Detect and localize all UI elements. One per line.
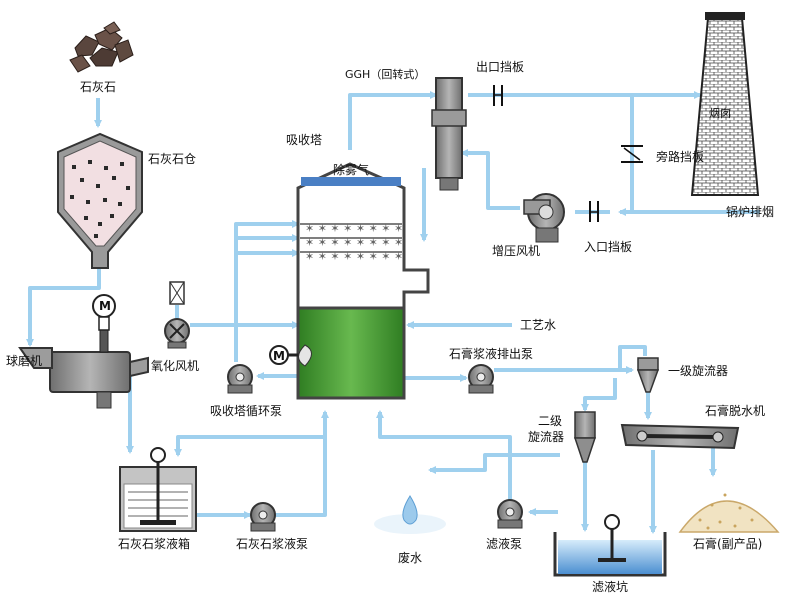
label-filtrate-pump: 滤液泵 xyxy=(486,537,523,551)
label-filtrate-pit: 滤液坑 xyxy=(592,580,629,594)
inlet-damper-icon xyxy=(589,201,599,222)
label-bypass-damper: 旁路挡板 xyxy=(656,150,705,164)
label-oxidation-fan: 氧化风机 xyxy=(151,359,200,373)
pipe-cyclone-to-secondary xyxy=(581,378,617,412)
pipe-return-to-tank xyxy=(174,435,325,457)
primary-cyclone xyxy=(636,357,660,393)
limestone-pile-icon xyxy=(69,21,134,73)
label-limestone: 石灰石 xyxy=(80,80,117,94)
pipe-filtrate-to-absorber xyxy=(376,410,512,500)
pipe-absorber-to-ggh xyxy=(348,91,438,150)
limestone-slurry-tank xyxy=(119,447,197,532)
label-limestone-slurry-pump: 石灰石浆液泵 xyxy=(236,537,309,551)
gypsum-pile xyxy=(678,493,780,533)
label-gypsum-dewatering: 石膏脱水机 xyxy=(705,404,766,418)
pipe-network xyxy=(26,91,760,534)
oxidation-fan xyxy=(164,281,190,349)
limestone-slurry-pump xyxy=(250,502,276,532)
label-absorber: 吸收塔 xyxy=(286,133,323,147)
pit-agitator-motor-icon xyxy=(604,514,620,530)
pipe-discharge-to-cyclone xyxy=(494,345,647,372)
outlet-damper-icon xyxy=(493,85,503,106)
svg-text:✶ ✶ ✶ ✶ ✶ ✶ ✶ ✶: ✶ ✶ ✶ ✶ ✶ ✶ ✶ ✶ xyxy=(305,236,403,249)
spray-nozzles: ✶ ✶ ✶ ✶ ✶ ✶ ✶ ✶ ✶ ✶ ✶ ✶ ✶ ✶ ✶ ✶ ✶ ✶ ✶ ✶ … xyxy=(305,222,403,263)
label-ggh: GGH（回转式） xyxy=(345,68,426,81)
agitator-blade-icon xyxy=(298,344,312,367)
label-process-water: 工艺水 xyxy=(520,318,557,332)
gypsum-dewatering-machine xyxy=(620,423,740,450)
secondary-cyclone xyxy=(573,411,597,463)
pipe-recirc-riser xyxy=(234,222,298,362)
label-gypsum-discharge-pump: 石膏浆液排出泵 xyxy=(449,347,534,361)
label-waste-water: 废水 xyxy=(398,551,423,565)
demister-layer xyxy=(301,177,401,186)
pipe-to-waste-water xyxy=(428,453,560,474)
ball-mill xyxy=(18,294,149,409)
absorber-recirc-pump xyxy=(227,364,253,394)
pipe-pump-to-absorber xyxy=(275,410,329,517)
label-secondary-cyclone-line2: 旋流器 xyxy=(528,430,565,444)
label-inlet-damper: 入口挡板 xyxy=(584,240,633,254)
svg-text:✶ ✶ ✶ ✶ ✶ ✶ ✶ ✶: ✶ ✶ ✶ ✶ ✶ ✶ ✶ ✶ xyxy=(305,222,403,235)
limestone-silo xyxy=(57,132,143,269)
label-demister: 除雾气 xyxy=(333,163,370,177)
agitator-motor-icon xyxy=(150,447,166,463)
label-gypsum-byproduct: 石膏(副产品) xyxy=(693,537,763,551)
label-boiler-flue-gas: 锅炉排烟 xyxy=(726,205,775,219)
label-limestone-silo: 石灰石仓 xyxy=(148,152,197,166)
label-motor-mill: M xyxy=(99,299,111,313)
ggh-heat-exchanger xyxy=(431,77,467,191)
filtrate-pit xyxy=(553,514,667,577)
filtrate-pump xyxy=(497,499,523,529)
label-chimney: 烟囱 xyxy=(709,107,731,120)
chimney xyxy=(690,12,760,196)
label-absorber-recirc-pump: 吸收塔循环泵 xyxy=(210,404,283,418)
booster-fan xyxy=(523,193,565,243)
absorber-tower: ✶ ✶ ✶ ✶ ✶ ✶ ✶ ✶ ✶ ✶ ✶ ✶ ✶ ✶ ✶ ✶ ✶ ✶ ✶ ✶ … xyxy=(269,162,430,400)
label-booster-fan: 增压风机 xyxy=(492,244,541,258)
waste-water-drop-icon xyxy=(374,495,446,534)
label-primary-cyclone: 一级旋流器 xyxy=(668,364,729,378)
label-secondary-cyclone-line1: 二级 xyxy=(538,414,563,428)
label-limestone-slurry-tank: 石灰石浆液箱 xyxy=(118,537,191,551)
bypass-damper-icon xyxy=(621,145,643,163)
label-outlet-damper: 出口挡板 xyxy=(476,60,525,74)
gypsum-discharge-pump xyxy=(468,364,494,394)
label-ball-mill: 球磨机 xyxy=(6,354,43,368)
pipe-booster-to-ggh xyxy=(460,149,520,210)
pipe-silo-to-mill xyxy=(26,268,101,347)
svg-text:✶ ✶ ✶ ✶ ✶ ✶ ✶ ✶: ✶ ✶ ✶ ✶ ✶ ✶ ✶ ✶ xyxy=(305,250,403,263)
label-motor-absorber: M xyxy=(273,349,285,363)
